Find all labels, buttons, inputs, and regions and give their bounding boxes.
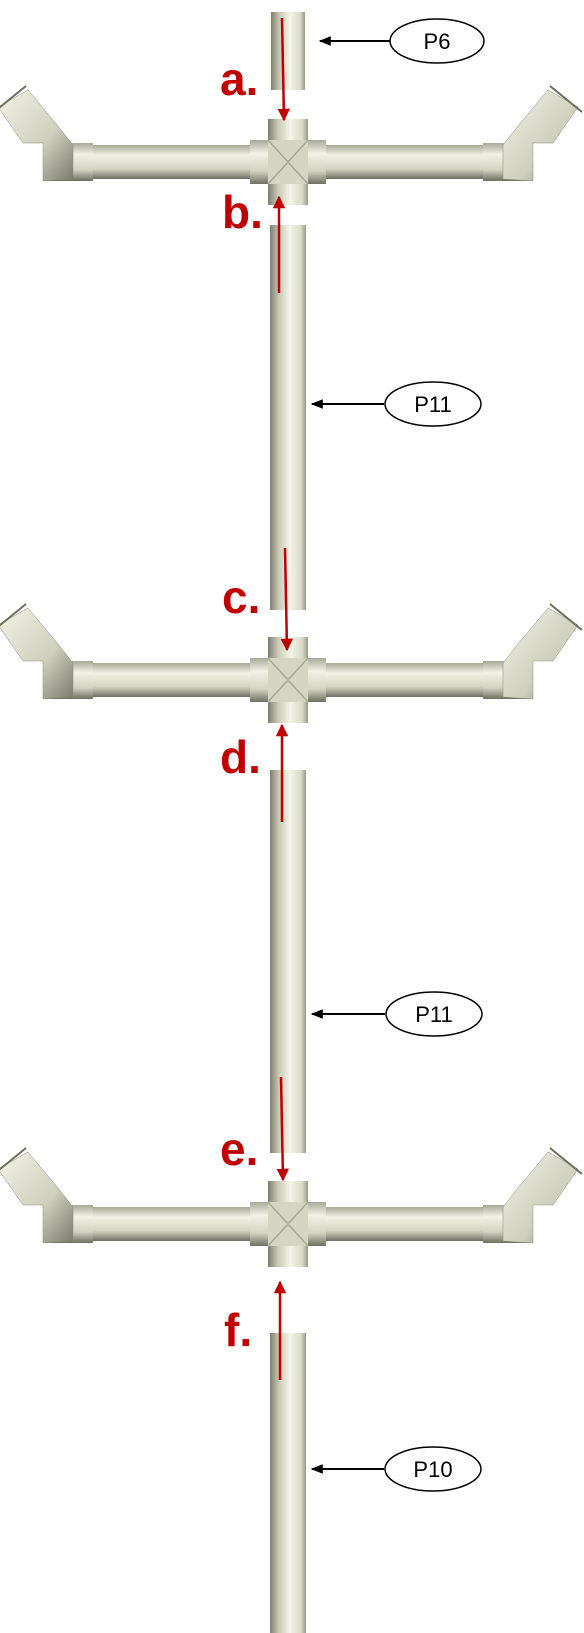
part-label-p6: P6	[424, 29, 451, 54]
step-arrow-a	[277, 17, 291, 122]
pipe-p11-lower	[270, 770, 306, 1153]
part-label-p10: P10	[413, 1457, 452, 1482]
step-label-a: a.	[220, 53, 258, 105]
step-label-e: e.	[220, 1123, 258, 1175]
part-callout-p11-upper: P11	[310, 381, 482, 427]
part-callout-p11-lower: P11	[310, 991, 483, 1037]
step-label-b: b.	[222, 186, 263, 238]
step-label-c: c.	[222, 571, 260, 623]
cross-fitting-icon	[0, 85, 583, 206]
part-label-p11-upper: P11	[414, 392, 452, 417]
cross-fitting-icon	[0, 1147, 583, 1268]
step-arrow-e	[276, 1076, 290, 1182]
cross-fitting-icon	[0, 603, 583, 724]
part-callout-p6: P6	[318, 18, 485, 64]
step-label-f: f.	[224, 1304, 252, 1356]
part-callout-p10: P10	[310, 1446, 482, 1492]
step-label-d: d.	[220, 731, 261, 783]
pipe-p11-upper	[270, 225, 306, 610]
pipe-p10	[270, 1333, 306, 1633]
pipe-p6	[271, 12, 305, 90]
step-arrow-c	[280, 547, 294, 652]
part-label-p11-lower: P11	[415, 1002, 453, 1027]
